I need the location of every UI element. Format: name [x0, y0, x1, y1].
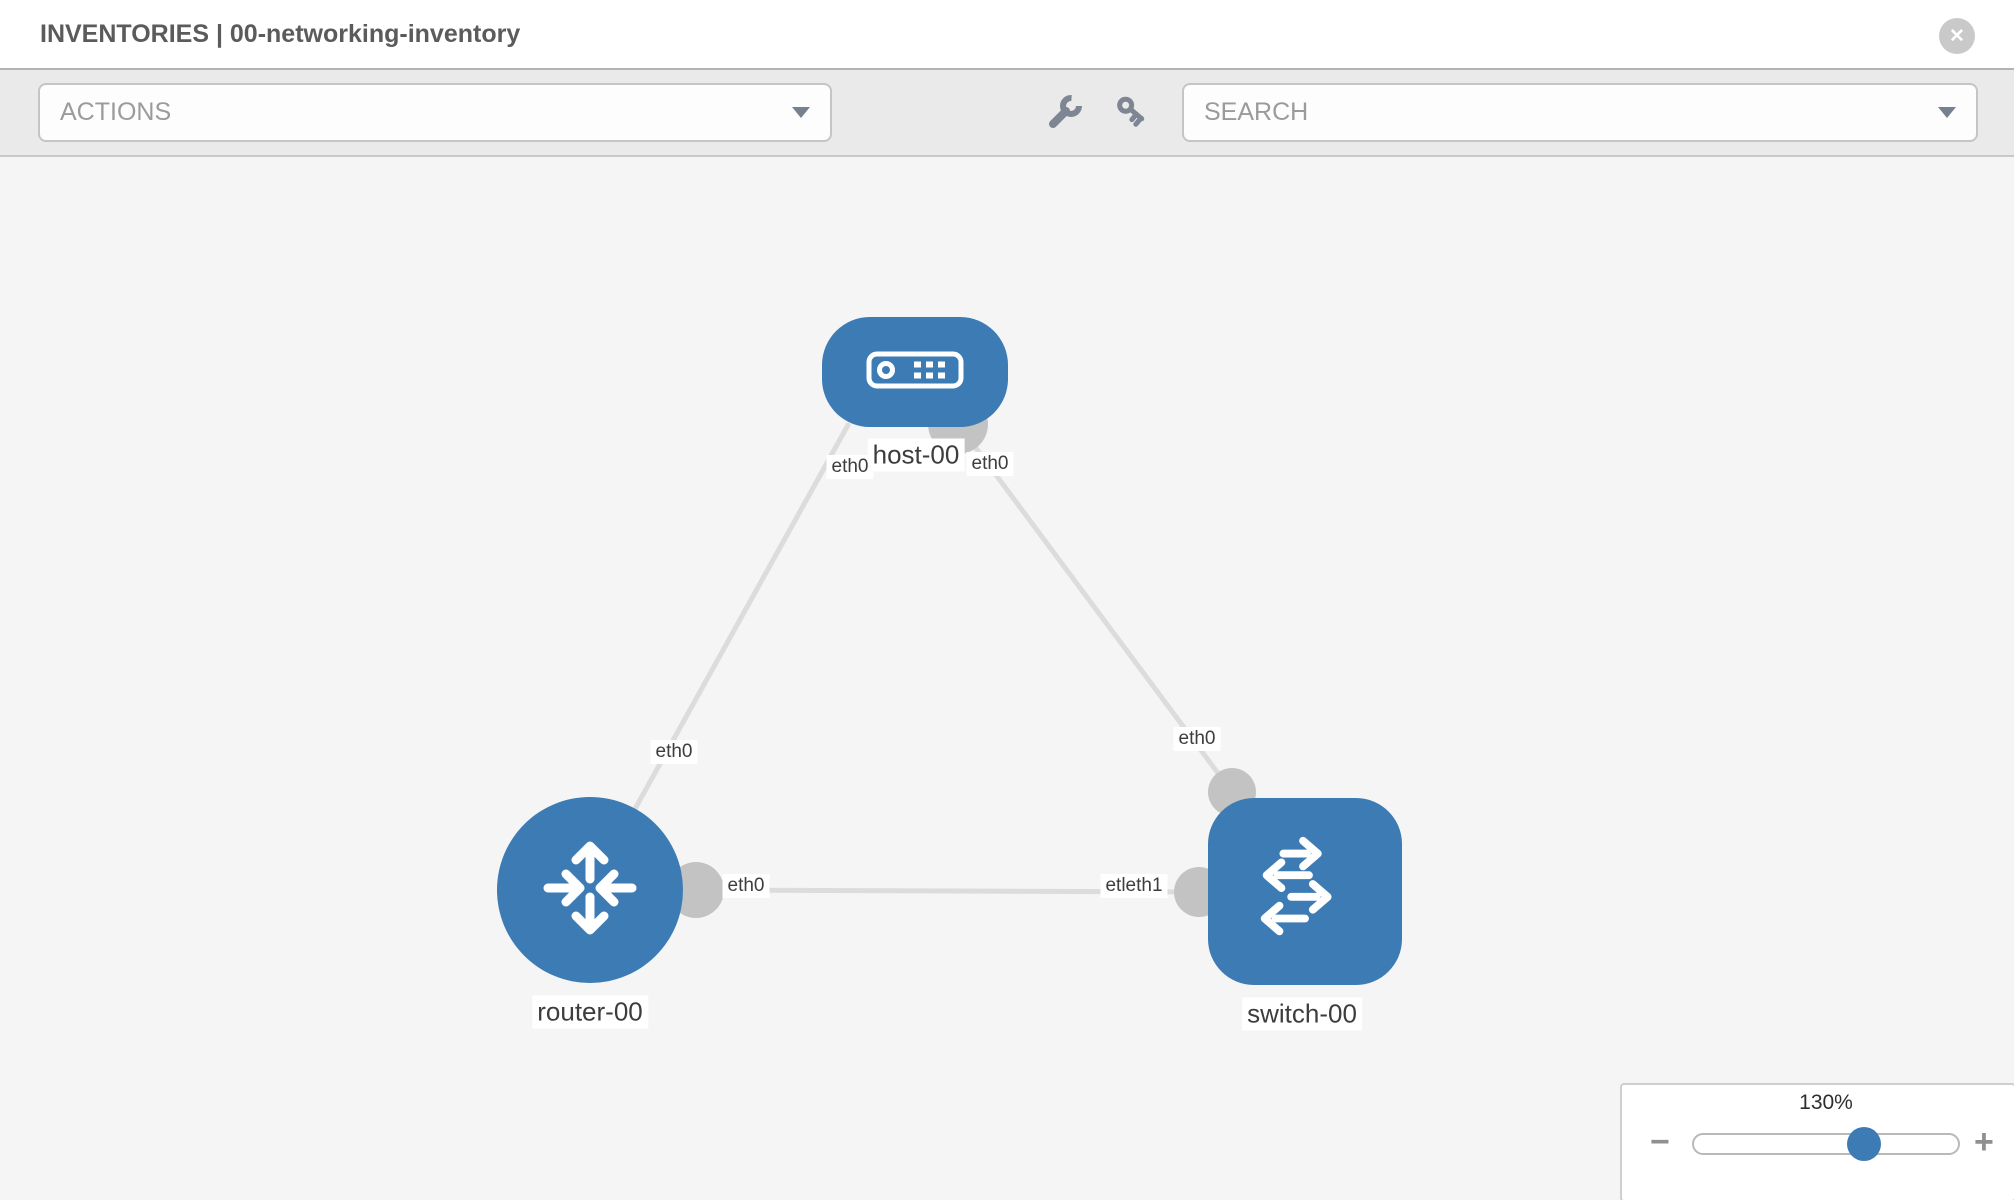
node-router-00[interactable] [497, 797, 683, 983]
switch-icon [1246, 830, 1364, 953]
router-icon [535, 833, 645, 948]
node-switch-00[interactable] [1208, 798, 1402, 985]
interface-label-router-right: eth0 [722, 874, 770, 898]
interface-label-host-right: eth0 [966, 452, 1014, 476]
interface-label-switch-left: etleth1 [1100, 874, 1168, 898]
zoom-in-button[interactable]: + [1974, 1125, 1994, 1159]
wrench-icon [1045, 94, 1085, 139]
page-title: INVENTORIES | 00-networking-inventory [40, 19, 521, 48]
chevron-down-icon [1938, 107, 1956, 118]
interface-label-switch-uplink: eth0 [1173, 727, 1221, 751]
node-label-host: host-00 [867, 438, 965, 472]
plus-icon: + [1974, 1123, 1994, 1161]
search-dropdown[interactable]: SEARCH [1182, 83, 1978, 142]
topology-links-layer [587, 394, 1256, 918]
key-button[interactable] [1113, 96, 1153, 136]
node-label-router: router-00 [532, 995, 648, 1029]
zoom-out-button[interactable]: − [1650, 1125, 1670, 1159]
close-icon: ✕ [1949, 25, 1965, 47]
chevron-down-icon [792, 107, 810, 118]
search-dropdown-label: SEARCH [1204, 98, 1309, 126]
wrench-button[interactable] [1045, 94, 1085, 139]
interface-label-host-left: eth0 [826, 455, 874, 479]
host-icon [866, 351, 964, 394]
zoom-slider[interactable] [1692, 1133, 1960, 1155]
actions-dropdown-label: ACTIONS [60, 98, 172, 126]
key-icon [1113, 94, 1153, 139]
close-button[interactable]: ✕ [1939, 18, 1975, 54]
topology-canvas[interactable]: host-00 router-00 switch-00 eth0 eth0 et… [0, 157, 2014, 1200]
toolbar: ACTIONS [0, 70, 2014, 157]
zoom-control-panel: 130% − + [1620, 1083, 2014, 1200]
actions-dropdown[interactable]: ACTIONS [38, 83, 832, 142]
node-label-switch: switch-00 [1242, 997, 1362, 1031]
zoom-level-label: 130% [1799, 1091, 1853, 1114]
node-host-00[interactable] [822, 317, 1008, 427]
minus-icon: − [1650, 1123, 1670, 1161]
interface-label-router-uplink: eth0 [650, 740, 698, 764]
header: INVENTORIES | 00-networking-inventory ✕ [0, 0, 2014, 70]
zoom-slider-thumb[interactable] [1847, 1127, 1881, 1161]
